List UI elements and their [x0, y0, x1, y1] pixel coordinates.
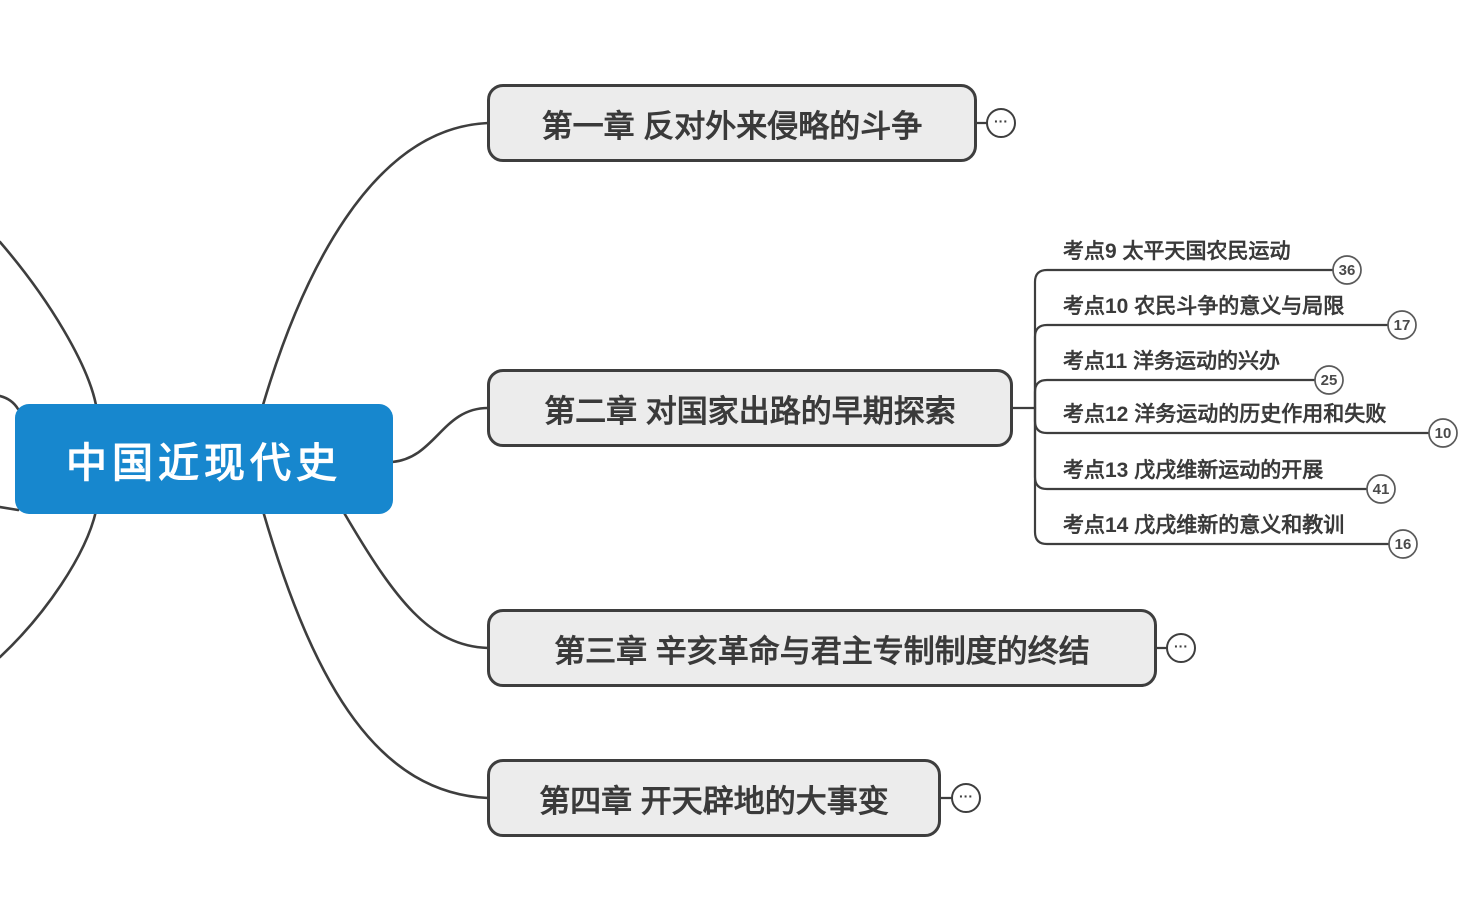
count-badge-3[interactable]: 25	[1314, 365, 1344, 395]
ellipsis-icon: ···	[994, 113, 1008, 129]
branch-curve-chapter4	[261, 509, 490, 800]
topic-chapter-1-label: 第一章 反对外来侵略的斗争	[541, 108, 923, 144]
subtopic-kaodian-14[interactable]: 考点14 戊戌维新的意义和教训	[1063, 514, 1345, 537]
topic-chapter-1[interactable]: 第一章 反对外来侵略的斗争	[487, 84, 977, 162]
topic-chapter-4[interactable]: 第四章 开天辟地的大事变	[487, 759, 941, 837]
count-badge-1-value: 36	[1339, 262, 1356, 279]
topic-chapter-3[interactable]: 第三章 辛亥革命与君主专制制度的终结	[487, 609, 1157, 687]
topic-chapter-4-label: 第四章 开天辟地的大事变	[539, 783, 889, 819]
count-badge-1[interactable]: 36	[1332, 255, 1362, 285]
ellipsis-icon: ···	[1174, 638, 1188, 654]
subtopic-kaodian-9[interactable]: 考点9 太平天国农民运动	[1063, 240, 1291, 263]
count-badge-4[interactable]: 10	[1428, 418, 1458, 448]
ellipsis-icon: ···	[959, 788, 973, 804]
branch-curve-chapter1	[261, 121, 490, 407]
subtopic-line-2	[1033, 323, 1390, 410]
branch-curve-lower-left	[0, 509, 98, 659]
count-badge-4-value: 10	[1435, 425, 1452, 442]
count-badge-6[interactable]: 16	[1388, 529, 1418, 559]
root-topic-label: 中国近现代史	[66, 440, 342, 486]
subtopic-line-6	[1033, 406, 1391, 546]
count-badge-5-value: 41	[1373, 481, 1390, 498]
expand-button-chapter-3[interactable]: ···	[1166, 633, 1196, 663]
count-badge-6-value: 16	[1395, 536, 1412, 553]
root-topic[interactable]: 中国近现代史	[15, 404, 393, 514]
count-badge-2[interactable]: 17	[1387, 310, 1417, 340]
branch-stub-left-top	[0, 394, 20, 411]
subtopic-line-3	[1033, 378, 1317, 410]
topic-chapter-2[interactable]: 第二章 对国家出路的早期探索	[487, 369, 1013, 447]
branch-curve-chapter3	[341, 509, 490, 650]
expand-button-chapter-4[interactable]: ···	[951, 783, 981, 813]
subtopic-kaodian-11[interactable]: 考点11 洋务运动的兴办	[1063, 350, 1281, 373]
topic-chapter-2-label: 第二章 对国家出路的早期探索	[544, 393, 956, 429]
branch-curve-upper-left	[0, 240, 98, 407]
expand-button-chapter-1[interactable]: ···	[986, 108, 1016, 138]
branch-stub-left-bottom	[0, 505, 20, 512]
topic-chapter-3-label: 第三章 辛亥革命与君主专制制度的终结	[554, 633, 1090, 669]
subtopic-kaodian-13[interactable]: 考点13 戊戌维新运动的开展	[1063, 459, 1324, 482]
subtopic-kaodian-10[interactable]: 考点10 农民斗争的意义与局限	[1063, 295, 1345, 318]
subtopic-line-1	[1033, 268, 1335, 410]
count-badge-2-value: 17	[1394, 317, 1411, 334]
count-badge-3-value: 25	[1321, 372, 1338, 389]
branch-curve-chapter2	[390, 406, 490, 464]
count-badge-5[interactable]: 41	[1366, 474, 1396, 504]
subtopic-kaodian-12[interactable]: 考点12 洋务运动的历史作用和失败	[1063, 403, 1387, 426]
